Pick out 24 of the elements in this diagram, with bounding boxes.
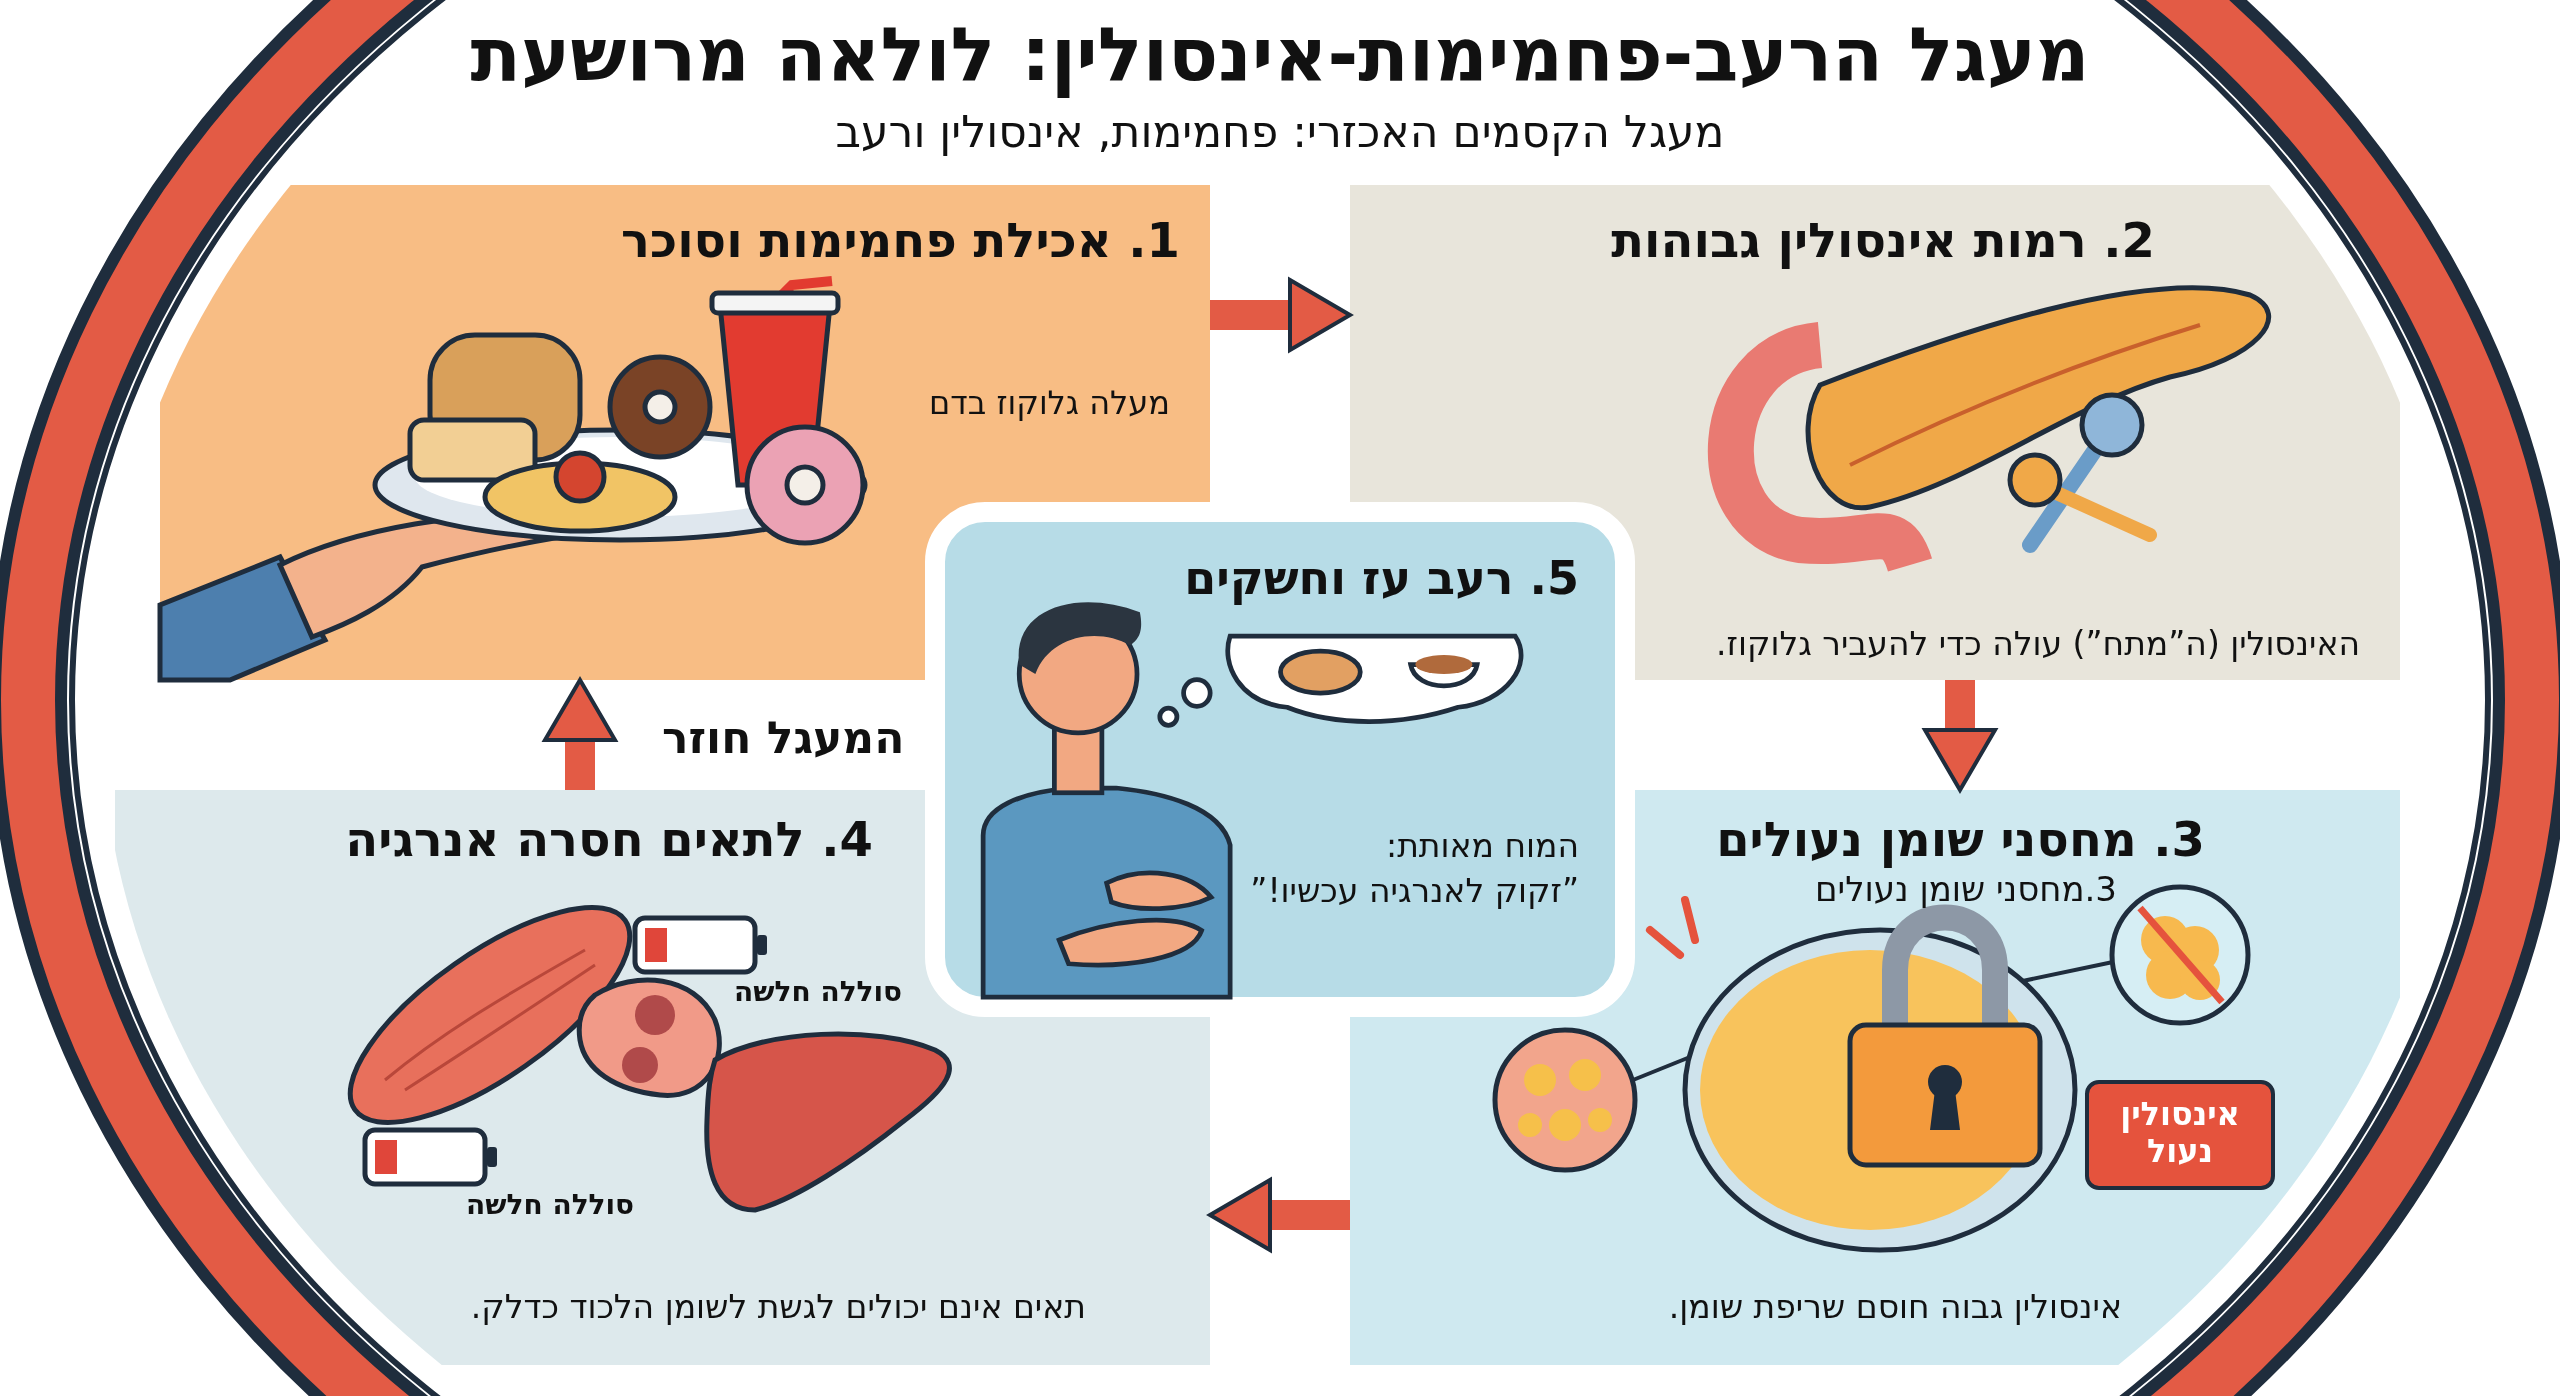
title: מעגל הרעב-פחמימות-אינסולין: לולאה מרושעת [470,14,2090,96]
step-heading: 3. מחסני שומן נעולים [1716,812,2205,868]
arrow [1923,680,1997,792]
step-heading: 4. לתאים חסרה אנרגיה [345,812,873,868]
step-subheading: 3.מחסני שומן נעולים [1815,870,2117,910]
arrow [1210,278,1352,352]
step-heading: 1. אכילת פחמימות וסוכר [621,213,1180,269]
subtitle: מעגל הקסמים האכזרי: פחמימות, אינסולין ורעב [835,108,1725,157]
step-heading: 5. רעב עז וחשקים [1184,552,1579,605]
step-description: מעלה גלוקוז בדם [929,385,1170,422]
step-heading: 2. רמות אינסולין גבוהות [1611,213,2155,269]
step-description: תאים אינם יכולים לגשת לשומן הלכוד כדלק. [470,1288,1086,1326]
battery-label: סוללה חלשה [734,975,903,1008]
step-panel [1350,185,2400,680]
arrow [543,678,617,790]
battery-label: סוללה חלשה [466,1188,635,1221]
step-description: אינסולין גבוה חוסם שריפת שומן. [1668,1288,2122,1326]
center-panel [925,502,1635,1017]
arrow [1208,1178,1350,1252]
message-text: המוח מאותת: [1386,827,1579,865]
message-text: ”זקוק לאנרגיה עכשיו!” [1250,872,1579,910]
step-description: האינסולין (ה”מתח”) עולה כדי להעביר גלוקוז. [1716,625,2360,663]
tag-text: אינסולין נעול [2119,1096,2241,1170]
label-tag [2085,1080,2275,1190]
